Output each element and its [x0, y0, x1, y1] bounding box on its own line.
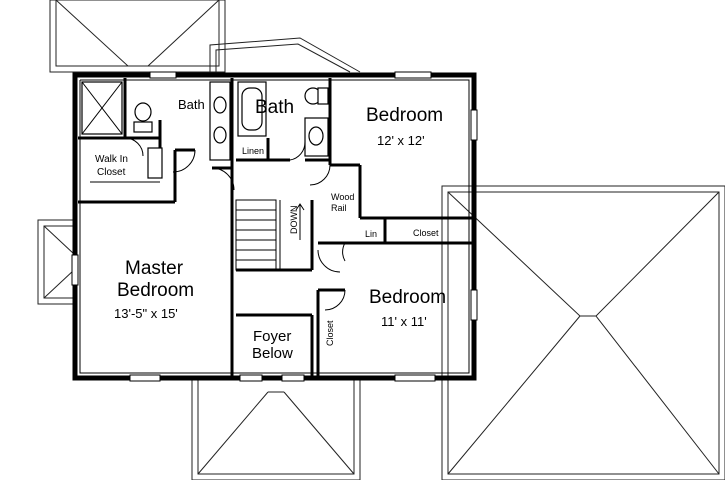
- walk-in-closet-line2: Closet: [97, 167, 126, 178]
- foyer-line1: Foyer: [253, 328, 291, 345]
- walk-in-closet-line1: Walk In: [95, 154, 128, 165]
- door-swings: [124, 137, 346, 311]
- master-bedroom-name-line1: Master: [125, 258, 184, 279]
- bath-left-name: Bath: [178, 97, 205, 112]
- lin-label: Lin: [365, 229, 377, 239]
- stairs: [235, 199, 305, 271]
- closet-ne-label: Closet: [413, 228, 439, 238]
- master-bedroom-size: 13'-5" x 15': [114, 306, 178, 321]
- interior-walls: [78, 78, 474, 378]
- bedroom-se-name: Bedroom: [369, 287, 446, 308]
- bedroom-ne-name: Bedroom: [366, 105, 443, 126]
- master-bedroom-name-line2: Bedroom: [117, 280, 194, 301]
- stair-direction-label: DOWN: [289, 206, 299, 235]
- windows: [71, 71, 478, 382]
- wood-rail-line2: Rail: [331, 203, 347, 213]
- foyer-line2: Below: [252, 345, 293, 362]
- bedroom-ne-size: 12' x 12': [377, 133, 425, 148]
- bath-right-name: Bath: [255, 97, 294, 118]
- bedroom-se-size: 11' x 11': [381, 314, 427, 329]
- fixtures: [81, 81, 329, 183]
- closet-se-label: Closet: [325, 320, 335, 346]
- roof-lines: [37, 0, 725, 480]
- wood-rail-line1: Wood: [331, 192, 354, 202]
- linen-label: Linen: [242, 146, 264, 156]
